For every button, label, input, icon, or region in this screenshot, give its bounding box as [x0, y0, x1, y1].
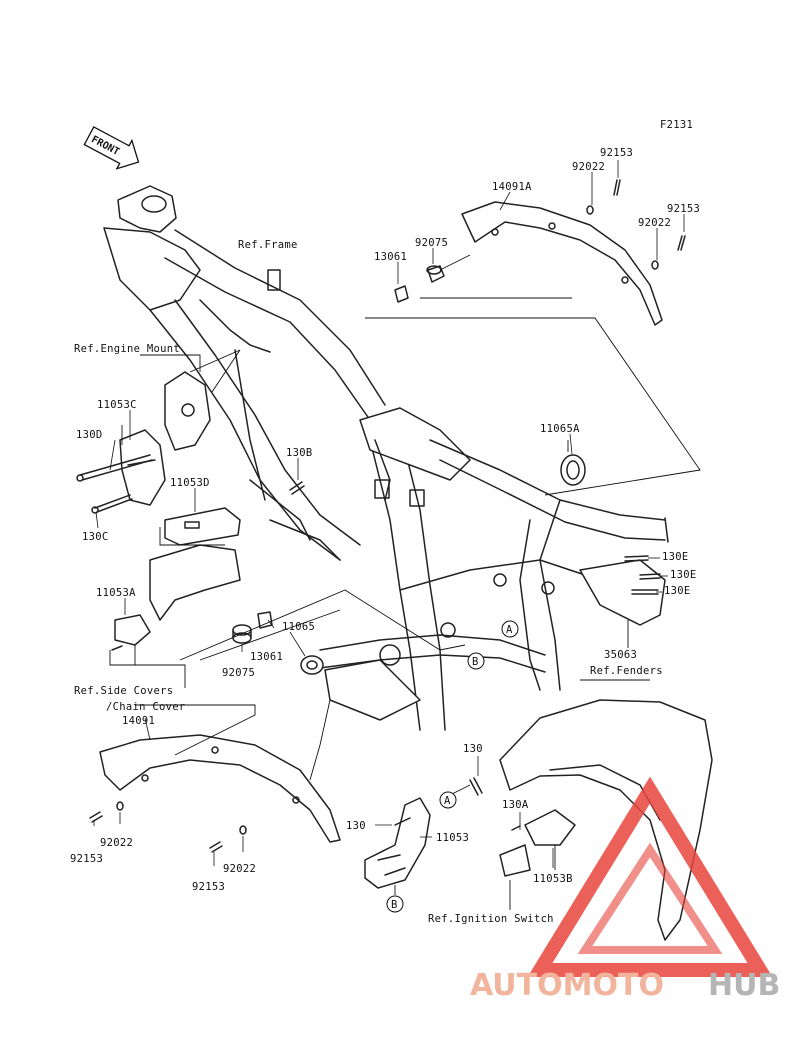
callout-a-lower: A	[439, 791, 457, 809]
label-14091: 14091	[122, 715, 155, 727]
label-11053: 11053	[436, 832, 469, 844]
label-130E-1: 130E	[662, 551, 689, 563]
ref-engine-mount-label: Ref.Engine Mount	[74, 343, 180, 355]
bolts-92153-lower	[89, 801, 247, 853]
label-13061-b: 13061	[250, 651, 283, 663]
fender-stay-14091A	[461, 201, 663, 326]
engine-mount-bracket	[164, 371, 211, 451]
rubber-92075-upper	[426, 265, 445, 283]
nut-13061-upper	[394, 285, 409, 303]
label-92153-d: 92153	[192, 881, 225, 893]
label-130: 130	[463, 743, 483, 755]
front-arrow-icon: FRONT	[83, 126, 140, 170]
label-92075-b: 92075	[222, 667, 255, 679]
ref-fenders-label: Ref.Fenders	[590, 665, 663, 677]
label-14091A: 14091A	[492, 181, 532, 193]
fender-stay-14091	[99, 734, 341, 843]
bracket-11053	[364, 777, 483, 889]
main-frame	[103, 185, 669, 731]
grommet-11065A	[560, 454, 586, 486]
bolt-130C	[91, 494, 133, 514]
washer-11065	[300, 655, 324, 675]
bracket-11053A	[111, 544, 241, 651]
label-11053D: 11053D	[170, 477, 210, 489]
label-11065: 11065	[282, 621, 315, 633]
label-130A: 130A	[502, 799, 529, 811]
label-92153-b: 92153	[667, 203, 700, 215]
reference-lines	[109, 254, 701, 910]
label-11053B: 11053B	[533, 873, 573, 885]
label-92022-a: 92022	[572, 161, 605, 173]
bracket-11053D	[164, 507, 241, 546]
label-11053C: 11053C	[97, 399, 137, 411]
label-92153-a: 92153	[600, 147, 633, 159]
label-11053A: 11053A	[96, 587, 136, 599]
bolt-130D	[76, 454, 153, 482]
label-35063: 35063	[604, 649, 637, 661]
label-92022-c: 92022	[100, 837, 133, 849]
svg-text:A: A	[444, 795, 451, 807]
ref-ignition-switch-label: Ref.Ignition Switch	[428, 913, 554, 925]
ref-side-covers-label: Ref.Side Covers	[74, 685, 173, 697]
ref-frame-label: Ref.Frame	[238, 239, 298, 251]
label-130-b: 130	[346, 820, 366, 832]
rear-fender	[499, 699, 713, 941]
part-labels: 92153 92022 14091A 92153 92022 92075 130…	[70, 147, 700, 893]
bolt-130B	[289, 481, 305, 495]
label-130C: 130C	[82, 531, 109, 543]
bolts-130E	[624, 555, 661, 595]
label-92153-c: 92153	[70, 853, 103, 865]
label-130D: 130D	[76, 429, 103, 441]
label-130B: 130B	[286, 447, 313, 459]
label-130E-2: 130E	[670, 569, 697, 581]
label-92022-d: 92022	[223, 863, 256, 875]
bracket-11053B	[499, 809, 576, 877]
diagram-code: F2131	[660, 119, 693, 131]
ref-labels: Ref.Frame Ref.Engine Mount Ref.Side Cove…	[74, 239, 663, 925]
watermark-automoto: AUTOMOTO	[470, 968, 664, 1003]
bolt-92153-upper	[586, 179, 686, 270]
label-92022-b: 92022	[638, 217, 671, 229]
label-130E-3: 130E	[664, 585, 691, 597]
ref-chain-cover-label: /Chain Cover	[106, 701, 185, 713]
callout-b-lower: B	[386, 895, 404, 913]
svg-text:A: A	[506, 624, 513, 636]
leader-lines	[93, 160, 685, 868]
svg-text:B: B	[391, 899, 398, 911]
watermark-hub: HUB	[708, 968, 780, 1003]
callout-b-upper: B	[467, 652, 485, 670]
label-11065A: 11065A	[540, 423, 580, 435]
label-13061-a: 13061	[374, 251, 407, 263]
label-92075-a: 92075	[415, 237, 448, 249]
watermark-logo	[527, 776, 773, 977]
callout-a-upper: A	[501, 620, 519, 638]
svg-text:B: B	[472, 656, 479, 668]
